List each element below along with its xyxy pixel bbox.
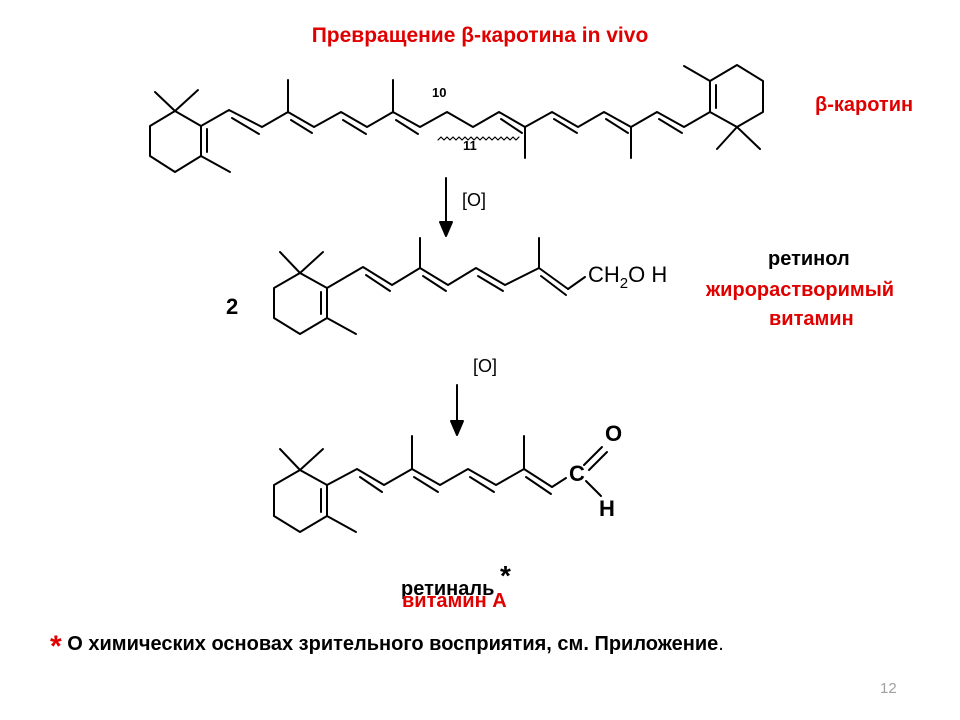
atom-10-label: 10 bbox=[432, 85, 446, 100]
footnote-period: . bbox=[718, 633, 724, 655]
oxidation-label-1: [O] bbox=[462, 190, 486, 210]
retinol-structure bbox=[273, 237, 586, 335]
retinal-atom-c: C bbox=[569, 461, 585, 486]
footnote: * О химических основах зрительного воспр… bbox=[50, 630, 724, 664]
retinal-structure bbox=[273, 435, 608, 533]
cleavage-wavy-line bbox=[437, 136, 520, 141]
atom-11-label: 11 bbox=[463, 138, 477, 153]
retinal-star: * bbox=[499, 560, 511, 591]
retinal-name: ретиналь bbox=[401, 578, 495, 600]
footnote-text: О химических основах зрительного восприя… bbox=[67, 633, 719, 655]
retinal-atom-h: H bbox=[599, 496, 615, 521]
coefficient-2: 2 bbox=[226, 294, 239, 319]
page-number: 12 bbox=[880, 680, 897, 697]
vitamin-a-label: витамин А bbox=[402, 590, 507, 612]
retinal-label: ретиналь * bbox=[401, 560, 511, 601]
retinol-label: ретинол bbox=[768, 248, 850, 270]
slide-title: Превращение β-каротина in vivo bbox=[311, 24, 649, 47]
oxidation-label-2: [O] bbox=[473, 356, 497, 376]
footnote-star: * bbox=[50, 630, 62, 663]
retinal-atom-o: O bbox=[605, 421, 622, 446]
beta-carotene-label: β-каротин bbox=[815, 94, 914, 116]
beta-carotene-structure bbox=[149, 64, 764, 173]
retinol-desc-line1: жирорастворимый bbox=[706, 279, 895, 301]
retinol-desc-line2: витамин bbox=[769, 308, 854, 330]
reaction-arrow-1 bbox=[439, 177, 453, 237]
reaction-arrow-2 bbox=[450, 384, 464, 436]
retinol-ch2oh-group: CH2O H bbox=[588, 262, 667, 292]
